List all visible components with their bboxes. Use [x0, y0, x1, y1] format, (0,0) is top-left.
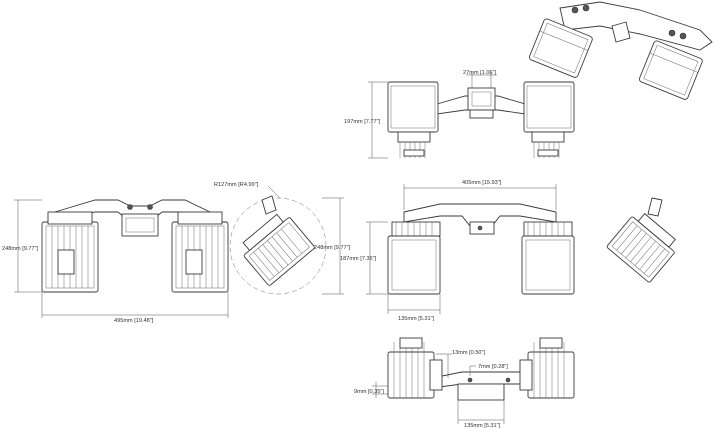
dim-side-radius: R127mm [R4.99"]	[214, 182, 259, 188]
dim-top-center-width: 27mm [1.06"]	[463, 70, 497, 76]
top-view	[368, 72, 575, 159]
dim-bottom-offset-b: 7mm [0.28"]	[478, 364, 508, 370]
isometric-view	[528, 1, 713, 100]
dim-rear-height: 187mm [7.35"]	[340, 256, 377, 262]
dim-top-view-height: 197mm [7.77"]	[344, 119, 381, 125]
dim-bottom-side-offset: 9mm [0.35"]	[354, 389, 384, 395]
bottom-view	[372, 337, 575, 424]
right-side-view	[606, 197, 676, 283]
dim-side-height: 248mm [9.77"]	[314, 245, 351, 251]
dim-rear-head-width: 135mm [5.31"]	[398, 316, 435, 322]
side-view	[229, 185, 344, 295]
dim-front-width: 495mm [19.48"]	[114, 318, 154, 324]
dim-front-height: 248mm [9.77"]	[2, 246, 39, 252]
dim-bottom-offset-a: 13mm [0.50"]	[452, 350, 486, 356]
front-view	[14, 199, 229, 318]
dim-bottom-mount-width: 135mm [5.31"]	[464, 423, 501, 429]
dim-rear-width: 405mm [15.93"]	[462, 180, 502, 186]
rear-view	[366, 184, 575, 314]
